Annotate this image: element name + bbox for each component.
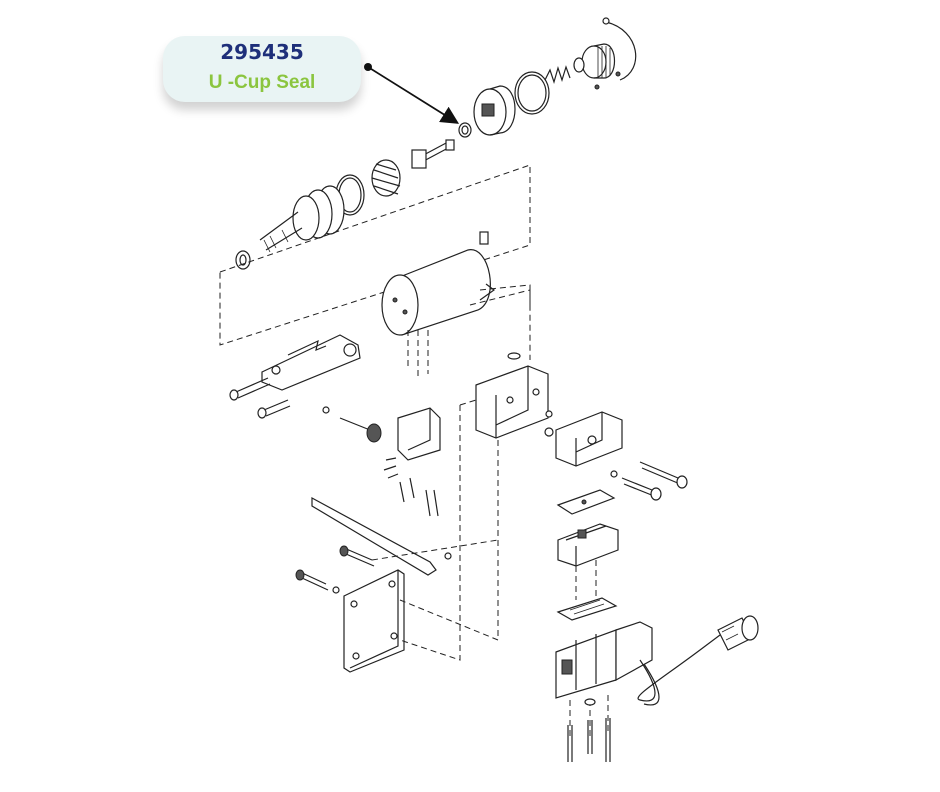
mounting-bracket bbox=[261, 334, 361, 391]
spring-small bbox=[544, 65, 571, 85]
top-retaining-ring bbox=[602, 17, 637, 81]
cable bbox=[637, 634, 721, 706]
washer-left bbox=[235, 250, 251, 270]
small-mount-block bbox=[383, 407, 441, 517]
sub-base bbox=[557, 523, 619, 567]
part-callout: 295435 U -Cup Seal bbox=[163, 36, 361, 102]
solenoid-valve bbox=[555, 621, 653, 699]
screw-left-1 bbox=[229, 377, 271, 401]
valve-cap bbox=[473, 85, 516, 136]
electrical-connector bbox=[717, 615, 759, 651]
part-number: 295435 bbox=[220, 40, 304, 64]
gasket-plate bbox=[556, 489, 616, 515]
bolt-right-2 bbox=[610, 470, 662, 501]
leader-arrow-icon bbox=[364, 63, 460, 124]
piston-assembly bbox=[259, 185, 345, 253]
plate-screws bbox=[295, 545, 375, 594]
screw-left-2 bbox=[257, 399, 291, 419]
cylinder-body bbox=[381, 231, 496, 336]
plunger-knob bbox=[322, 406, 382, 443]
solenoid-screws bbox=[567, 695, 611, 762]
pilot-gasket bbox=[556, 597, 618, 621]
right-manifold-block bbox=[544, 410, 623, 467]
bolt-right-1 bbox=[639, 461, 688, 489]
lever-arm bbox=[311, 496, 452, 576]
mounting-plate bbox=[343, 569, 405, 673]
valve-body bbox=[475, 352, 549, 439]
adjustment-knob bbox=[573, 43, 621, 90]
u-cup-seal bbox=[458, 122, 472, 138]
part-name: U -Cup Seal bbox=[208, 72, 316, 93]
valve-stem bbox=[411, 139, 455, 169]
spring-large bbox=[371, 159, 401, 197]
o-ring-large bbox=[514, 71, 550, 115]
